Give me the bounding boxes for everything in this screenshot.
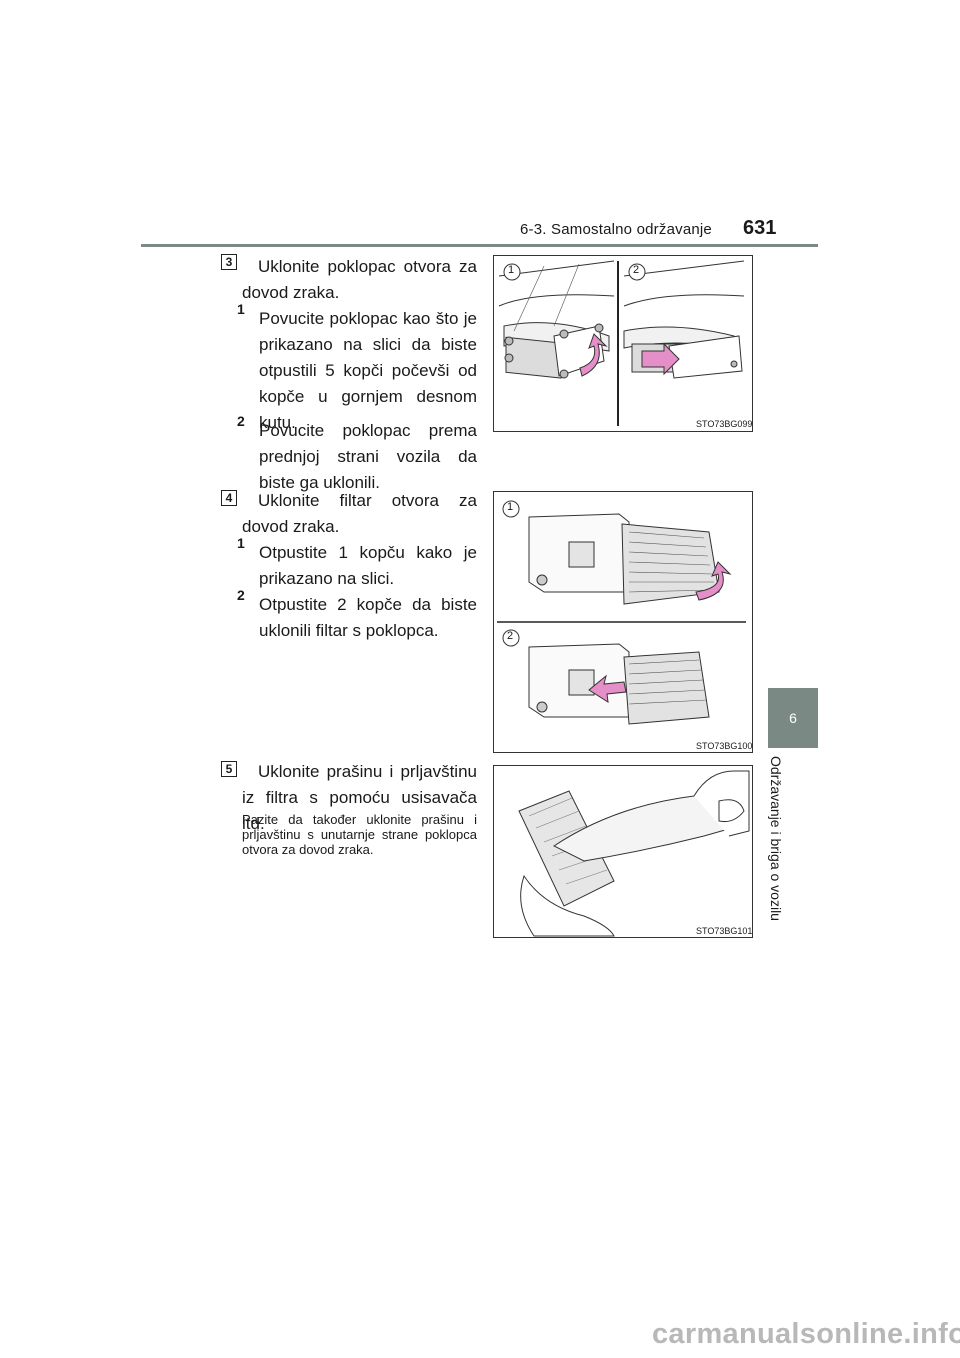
step-4-sub-1-text: Otpustite 1 kopču kako je prikazano na s…: [259, 543, 477, 588]
vacuum-cleaning-illustration: [518, 770, 750, 937]
figure-filter-removal: 1 2 STO73BG100: [493, 491, 753, 753]
step-5-text: Uklonite prašinu i prljavštinu iz filtra…: [242, 762, 477, 833]
step-3-sub-2-number: 2: [237, 413, 245, 429]
figure-2-label-1: 1: [507, 501, 514, 513]
step-5-note: Pazite da također uklonite prašinu i prl…: [242, 812, 477, 857]
figure-vacuum-cleaning: STO73BG101: [493, 765, 753, 938]
step-4-badge: 4: [221, 490, 237, 506]
chapter-tab[interactable]: 6: [768, 688, 818, 748]
figure-2-label-2: 2: [507, 630, 514, 642]
step-5-badge: 5: [221, 761, 237, 777]
step-4-sub-2-number: 2: [237, 587, 245, 603]
step-4-sub-1-number: 1: [237, 535, 245, 551]
section-title: 6-3. Samostalno održavanje: [520, 221, 712, 238]
step-4-text: Uklonite filtar otvora za dovod zraka.: [242, 491, 477, 536]
step-4-sub-2-text: Otpustite 2 kopče da biste uklonili filt…: [259, 595, 477, 640]
watermark: carmanualsonline.info: [652, 1318, 960, 1350]
figure-1-label-1: 1: [508, 264, 515, 276]
chapter-number: 6: [789, 710, 797, 726]
step-3-sub-1-text: Povucite poklopac kao što je prikazano n…: [259, 309, 477, 432]
page-number: 631: [743, 217, 777, 239]
filter-removal-illustration: [497, 500, 746, 725]
figure-cover-removal: 1 2 STO73BG099: [493, 255, 753, 432]
step-3-text: Uklonite poklopac otvora za dovod zraka.: [242, 257, 477, 302]
figure-1-code: STO73BG099: [696, 419, 753, 429]
step-3-badge: 3: [221, 254, 237, 270]
cover-removal-illustration: [498, 260, 745, 426]
step-3-sub-2-text: Povucite poklopac prema prednjoj strani …: [259, 421, 477, 492]
figure-3-code: STO73BG101: [696, 926, 753, 936]
figure-2-code: STO73BG100: [696, 741, 753, 751]
header-divider: [141, 244, 818, 247]
chapter-title-vertical: Održavanje i briga o vozilu: [768, 756, 784, 921]
step-3-sub-1-number: 1: [237, 301, 245, 317]
figure-1-label-2: 2: [633, 264, 640, 276]
